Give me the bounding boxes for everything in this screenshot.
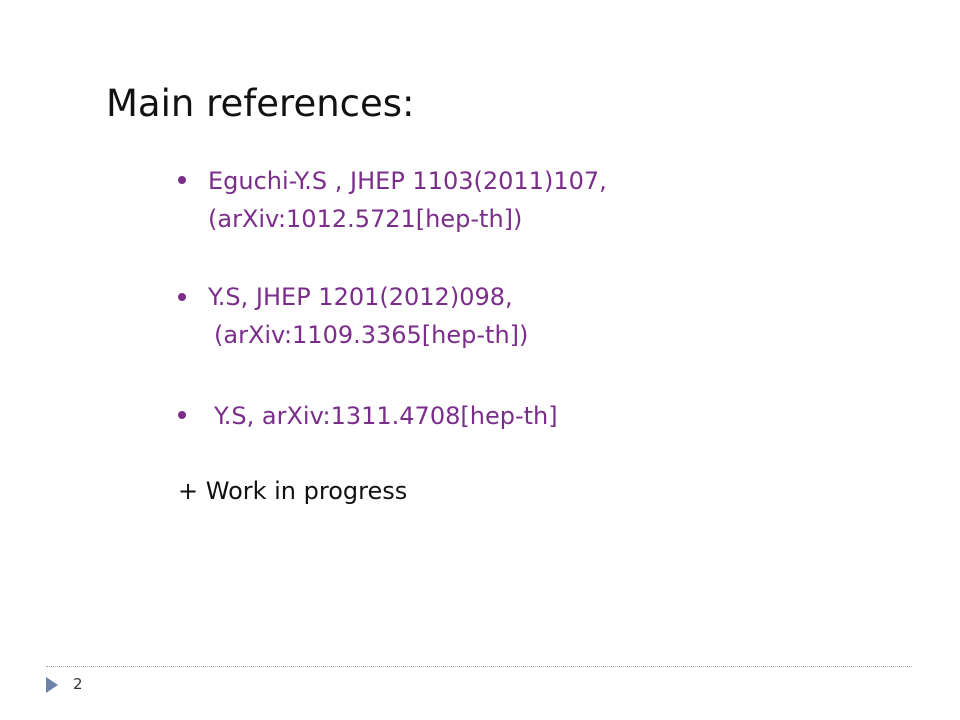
reference-1-line-1: Eguchi-Y.S , JHEP 1103(2011)107, [208, 167, 607, 195]
reference-1-line-2: (arXiv:1012.5721[hep-th]) [208, 205, 523, 233]
footer-divider [46, 666, 912, 667]
slide-title: Main references: [106, 82, 415, 125]
reference-3-line-1: Y.S, arXiv:1311.4708[hep-th] [214, 402, 558, 430]
work-in-progress-note: + Work in progress [178, 477, 408, 505]
page-number: 2 [73, 675, 83, 693]
reference-2-line-2: (arXiv:1109.3365[hep-th]) [214, 321, 529, 349]
reference-2-line-1: Y.S, JHEP 1201(2012)098, [208, 283, 513, 311]
footer-triangle-icon [46, 677, 58, 693]
bullet-2 [178, 293, 186, 301]
bullet-3 [178, 411, 186, 419]
bullet-1 [178, 176, 186, 184]
